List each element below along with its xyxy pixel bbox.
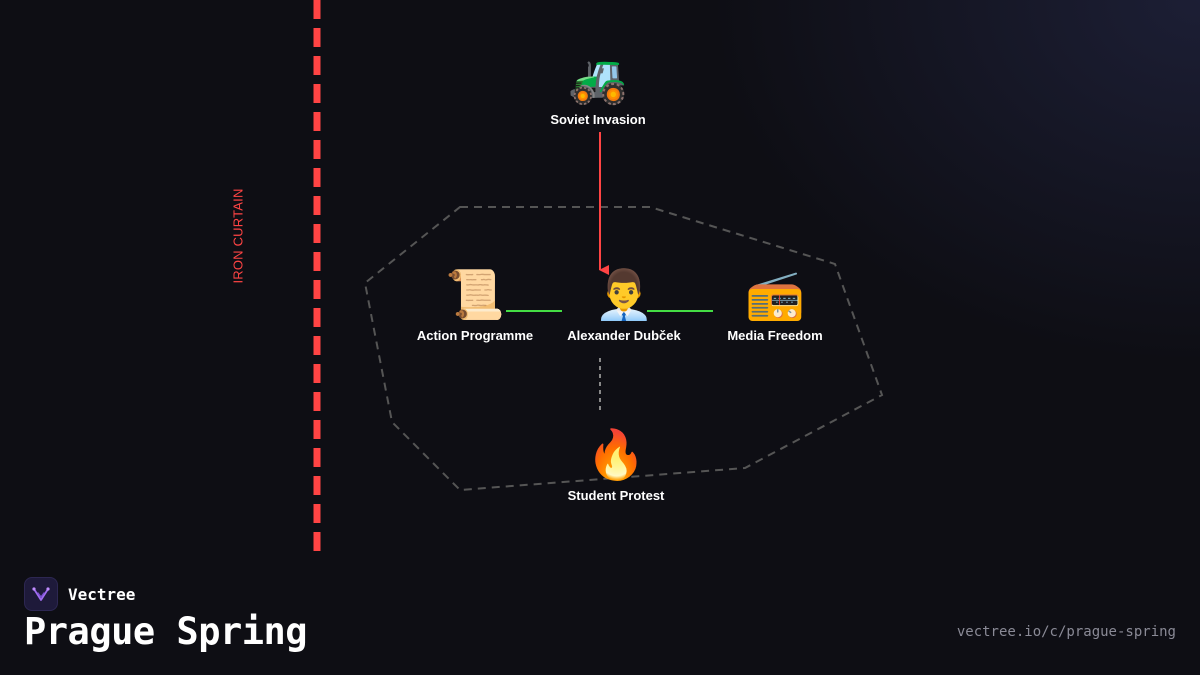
node-alexander-dubcek[interactable]: 👨‍💼 Alexander Dubček [567,268,680,343]
node-label: Media Freedom [727,328,823,343]
page-title: Prague Spring [24,610,308,653]
brand[interactable]: Vectree [24,577,135,611]
node-action-programme[interactable]: 📜 Action Programme [417,268,533,343]
fire-icon: 🔥 [586,429,646,482]
node-label: Alexander Dubček [567,328,681,343]
node-label: Soviet Invasion [550,112,646,127]
scroll-icon: 📜 [445,269,505,322]
radio-icon: 📻 [745,269,805,322]
node-student-protest[interactable]: 🔥 Student Protest [568,428,665,503]
node-soviet-invasion[interactable]: 🚜 Soviet Invasion [550,52,645,127]
vectree-logo-icon [24,577,58,611]
brand-name: Vectree [68,584,136,604]
region-outline [363,206,884,492]
office-worker-icon: 👨‍💼 [594,269,654,322]
node-media-freedom[interactable]: 📻 Media Freedom [727,268,822,343]
iron-curtain-label: IRON CURTAIN [230,188,246,284]
node-label: Student Protest [567,488,665,503]
tractor-icon: 🚜 [568,53,628,106]
page-url[interactable]: vectree.io/c/prague-spring [956,624,1176,640]
node-label: Action Programme [416,328,534,343]
